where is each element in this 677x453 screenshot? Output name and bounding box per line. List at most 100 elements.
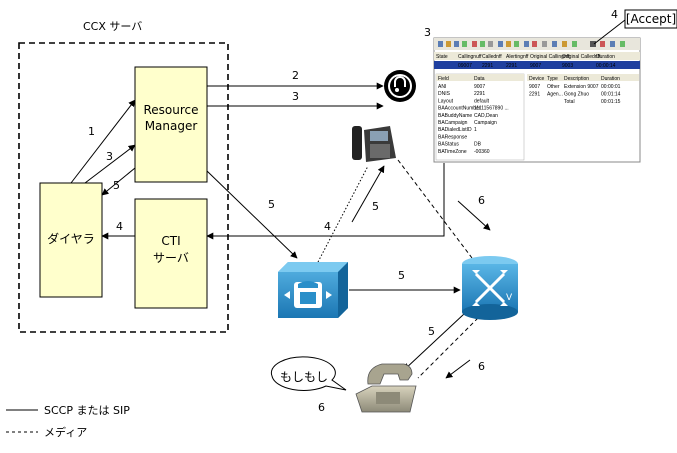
call-table-cell: 09007 [458,63,472,69]
data-table-cell: BAAccountNumber [438,106,481,112]
data-table-cell: BABuddyName [438,113,472,119]
data-table-cell: DNIS [438,91,451,97]
legend-dashed-label: メディア [44,425,87,439]
step-label-5-phone: 5 [372,200,379,213]
svg-text:V: V [506,293,513,303]
cti-server-label-line2: サーバ [153,251,189,265]
step-label-4-cti: 4 [116,220,123,233]
legend-solid-label: SCCP または SIP [44,404,130,417]
step-label-5-gateway: 5 [268,198,275,211]
step-label-1: 1 [88,125,95,138]
toolbar-icons [438,41,625,47]
data-table-cell: BADialedListID [438,127,472,133]
ccx-server-group [18,42,229,333]
media-router-to-customer [417,317,479,379]
step-label-6-customer-media: 6 [478,360,485,373]
arrow-agent-to-router-6 [457,200,491,231]
arrow-gateway-to-phone-5 [351,165,385,223]
resource-manager-label-line2: Manager [145,119,198,133]
participants-table-cell: Extension 9007 [564,84,599,90]
participants-table-cell: Total [564,99,575,105]
agent-headset-icon [384,70,416,102]
data-table-cell: BAStatus [438,142,459,148]
participants-table-cell: 2291 [529,92,540,98]
participants-table-cell: Gong Zhuo [564,92,589,98]
accept-pointer [593,19,626,45]
arrow-dialer-to-rm-1 [70,99,136,184]
call-table-header: Duration [596,54,615,60]
legend: SCCP または SIP メディア [6,404,130,439]
participants-table-header: Device [529,76,545,82]
router-icon: V [462,256,518,320]
participants-table-header: Duration [601,76,620,82]
link-gateway-to-phone-dotted [317,165,369,263]
data-table-cell: 1 [474,127,477,133]
data-table-cell: BACampaign [438,120,468,126]
data-table-header: Data [474,76,485,82]
data-table-cell: Layout [438,98,454,104]
ccx-server-title: CCX サーバ [83,20,142,33]
data-table-header: Field [438,76,449,82]
dialer-box: ダイヤラ [39,182,103,298]
step-label-3-screen: 3 [424,26,431,39]
step-label-4-accept: 4 [611,8,618,21]
call-table-header: Callingnuff [458,54,482,60]
data-table-cell: 2291 [474,91,485,97]
data-table-cell: Campaign [474,120,497,126]
data-table-cell: default [474,98,490,104]
data-table-cell: BAResponse [438,134,467,140]
participants-table-cell: Agen... [547,92,563,98]
data-table-cell: -00360 [474,149,490,155]
speech-bubble: もしもし [270,356,347,391]
arrow-rm-to-dialer-5 [101,167,136,196]
accept-button-label: [Accept] [626,12,676,26]
arrow-dialer-to-rm-3 [84,144,136,184]
participants-table-cell: 00:01:14 [601,92,621,98]
media-agent-to-router [397,159,473,259]
resource-manager-box: Resource Manager [134,66,208,183]
voice-gateway-icon [278,262,348,318]
step-label-2: 2 [292,69,299,82]
participants-table-cell: 00:00:01 [601,84,621,90]
call-table-cell: 9003 [562,63,573,69]
step-label-6-customer: 6 [318,401,325,414]
data-table-cell: 9007 [474,84,485,90]
step-label-3-dialer: 3 [106,150,113,163]
call-table-header: Original Callednff [562,54,601,60]
data-table-cell: BATimeZone [438,149,467,155]
call-table-header: Alertingnff [506,54,529,60]
call-table-cell: 2291 [506,63,517,69]
resource-manager-label-line1: Resource [143,103,198,117]
call-table-header: State [436,54,448,60]
step-label-4-agent: 4 [324,220,331,233]
call-table-header: Original Callingnff [530,54,570,60]
call-table-cell: 00:00:14 [596,63,616,69]
participants-table-cell: 00:01:15 [601,99,621,105]
participants-table-cell: 9007 [529,84,540,90]
participants-table-cell: Other [547,84,560,90]
data-table-cell: ANI [438,84,446,90]
step-label-3-agent: 3 [292,90,299,103]
step-label-5-customer: 5 [428,325,435,338]
accept-button: [Accept] [624,9,677,29]
data-table-cell: 11111567890 ... [474,106,509,112]
data-table-cell: DB [474,142,482,148]
participants-table-header: Description [564,76,589,82]
arrow-router-to-customer-5 [403,313,465,371]
call-table-cell: 9007 [530,63,541,69]
arrow-router-to-customer-6 [445,359,471,379]
speech-bubble-text: もしもし [280,370,328,384]
step-label-5-router: 5 [398,269,405,282]
step-label-6-agent: 6 [478,194,485,207]
call-table-cell: 2291 [482,63,493,69]
call-table-header: Callednff [482,54,502,60]
arrow-rm-to-gateway-5 [206,170,298,259]
ip-phone-icon [352,126,396,162]
participants-table-header: Type [547,76,558,82]
